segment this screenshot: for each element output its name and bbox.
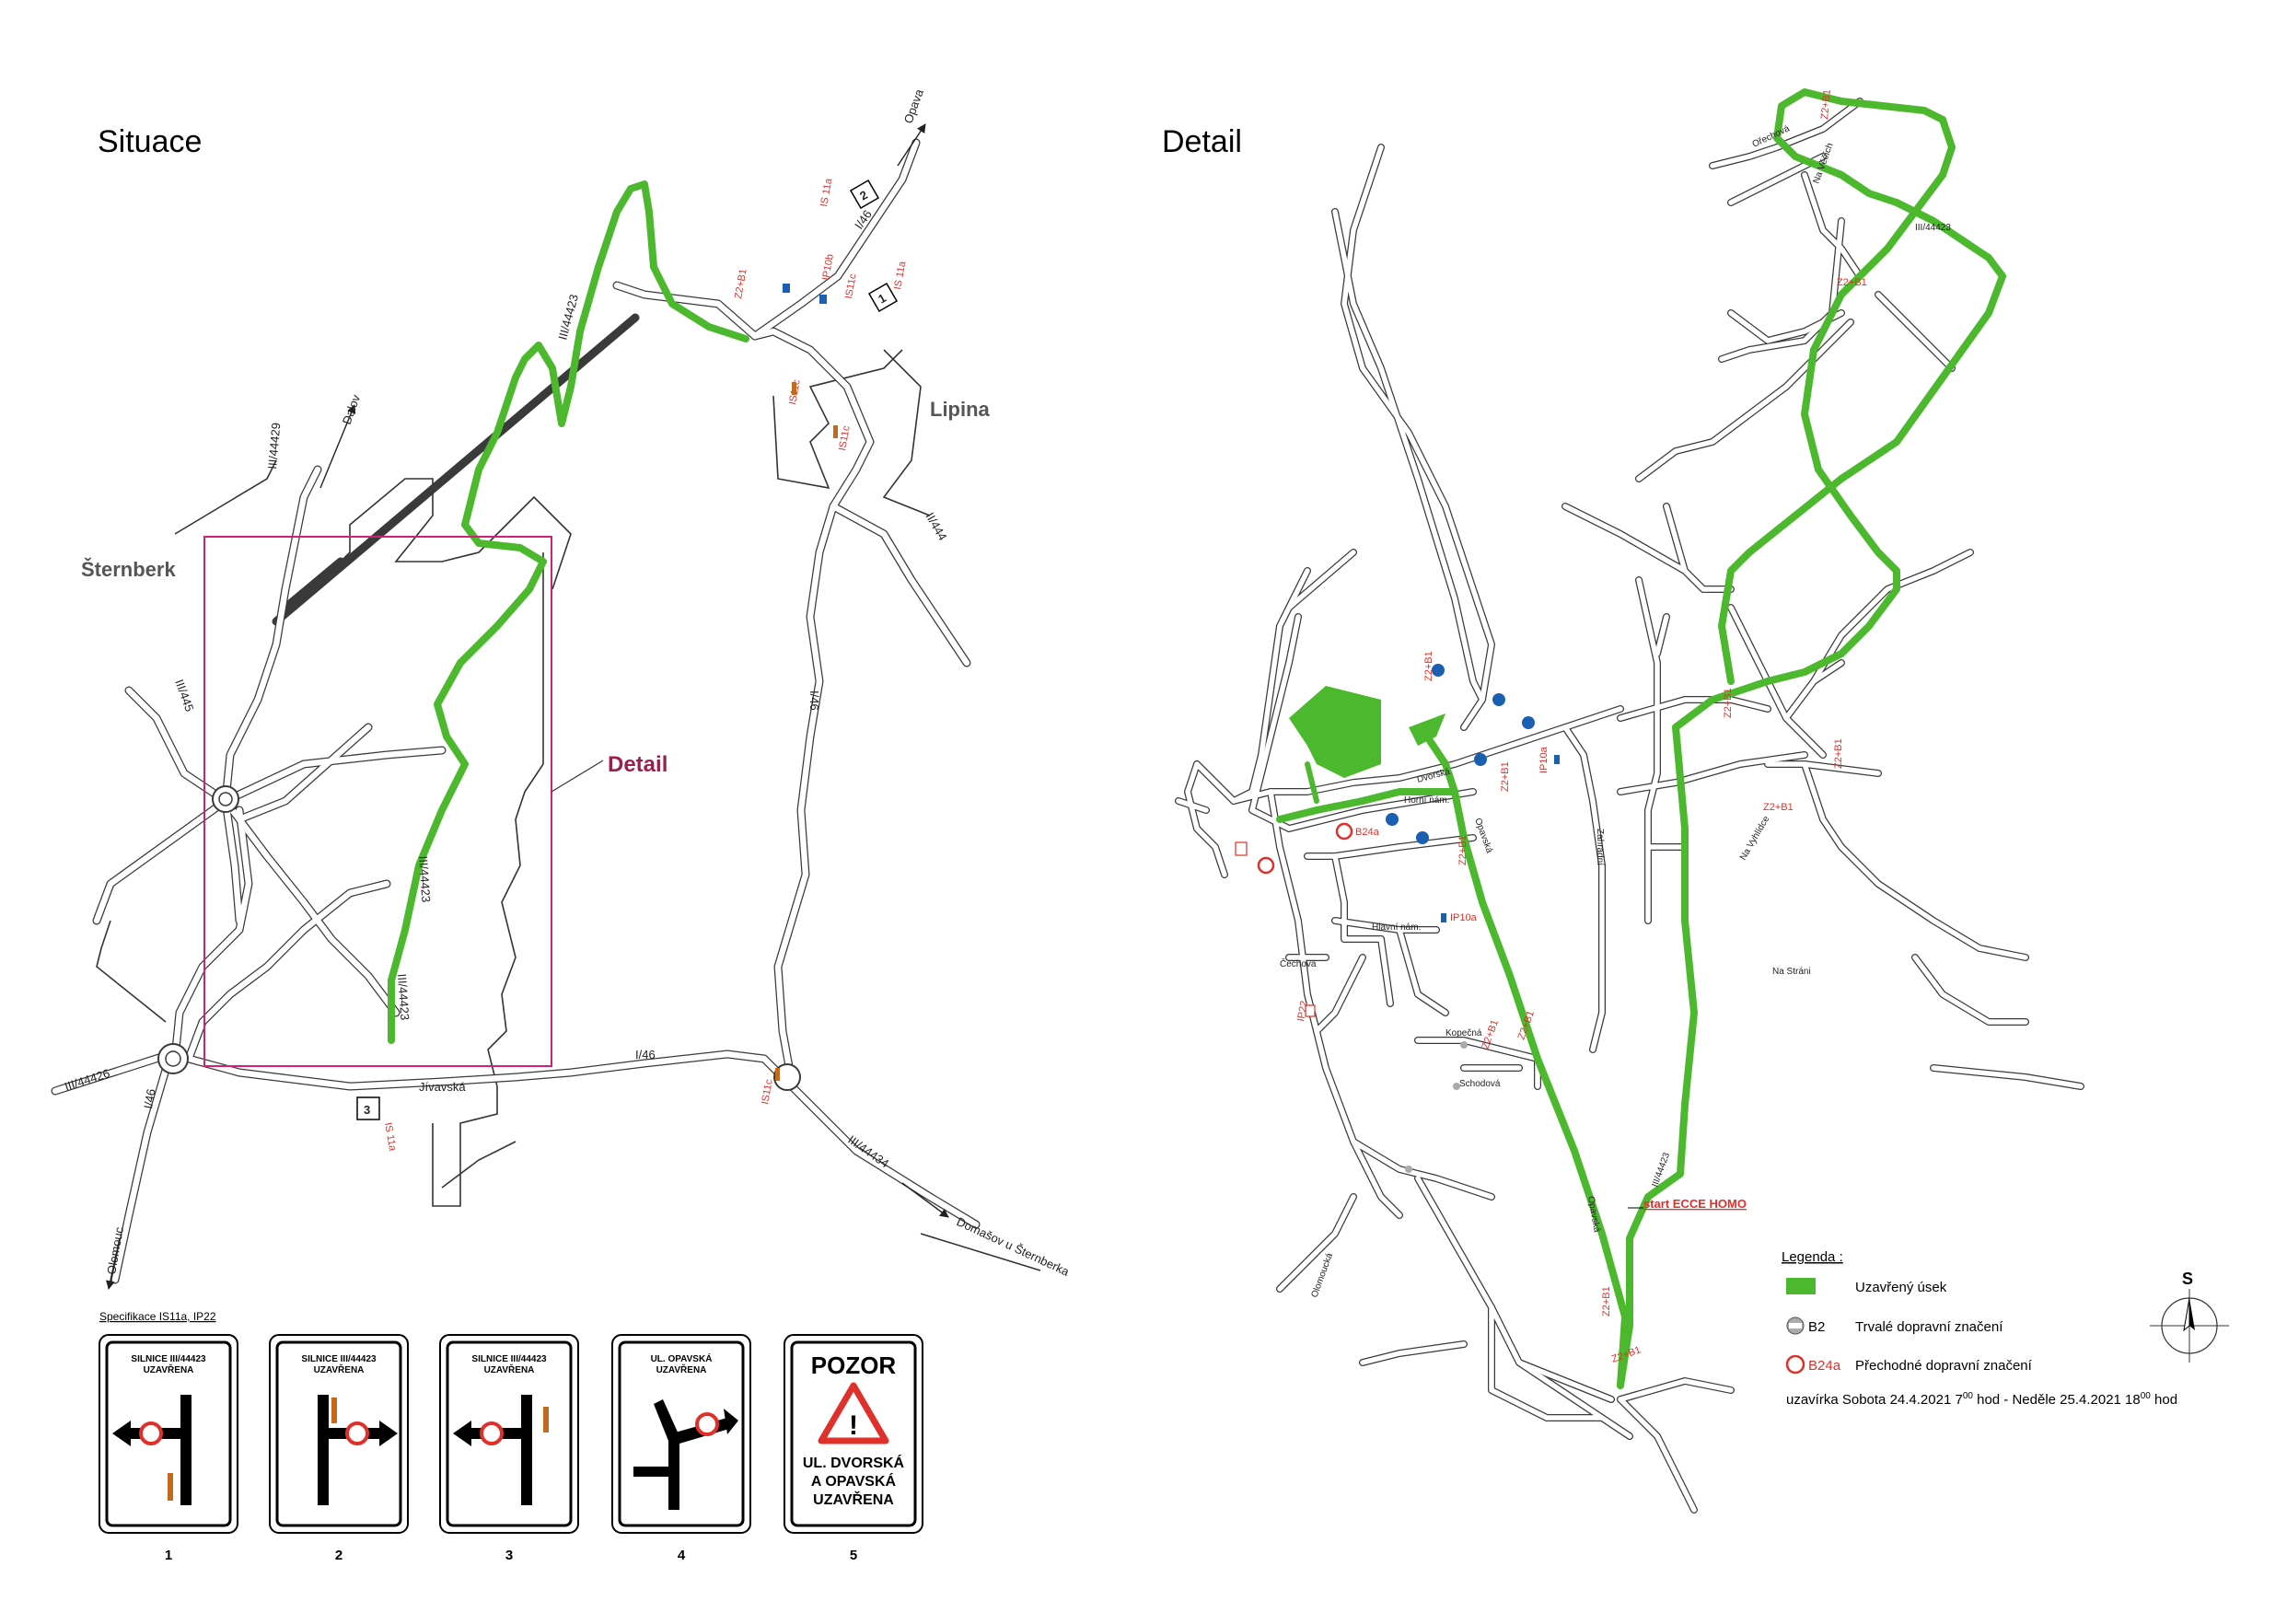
label-horni-nam: Horní nám. [1404,795,1449,806]
spec-sign-2: SILNICE III/44423 UZAVŘENA 2 [269,1334,409,1563]
label-iii44423-top: III/44423 [1915,223,1951,233]
svg-text:A OPAVSKÁ: A OPAVSKÁ [811,1472,897,1490]
svg-text:!: ! [849,1410,858,1441]
label-r46-right: I/46 [807,690,821,711]
svg-text:5: 5 [850,1548,857,1563]
detail-z2b1-8: Z2+B1 [1500,761,1511,792]
detail-signs: B24a IP22 IP10a IP10a Z2+B1 Z2+B1 Z2+B1 … [1235,89,1867,1365]
spec-sign-4: UL. OPAVSKÁ UZAVŘENA 4 [611,1334,751,1563]
detail-z2b1-top: Z2+B1 [1819,89,1833,121]
detail-callout: Detail [608,752,668,777]
code-ip10b: IP10b [820,253,836,281]
legend-title: Legenda : [1782,1249,1843,1265]
svg-text:UL. OPAVSKÁ: UL. OPAVSKÁ [651,1352,713,1364]
detail-roads [1175,98,2084,1514]
label-na-strani: Na Stráni [1772,967,1811,977]
code-z2b1: Z2+B1 [733,268,749,299]
place-sternberk: Šternberk [81,558,176,581]
svg-text:UZAVŘENA: UZAVŘENA [813,1491,894,1508]
label-domasov: Domašov u Šternberka [955,1214,1073,1279]
label-r44429: III/44429 [265,423,283,470]
svg-text:UL. DVORSKÁ: UL. DVORSKÁ [803,1454,905,1471]
start-ecce-homo: start ECCE HOMO [1643,1197,1747,1211]
label-schodova: Schodová [1459,1079,1501,1089]
label-r444: II/444 [923,510,949,543]
legend-b24a-icon [1785,1354,1805,1375]
closed-section-situace [388,180,749,1044]
compass-label: S [2182,1270,2193,1288]
legend-closure-text: uzavírka Sobota 24.4.2021 700 hod - Nedě… [1786,1391,2177,1408]
detail-z2b1-7: Z2+B1 [1423,651,1434,681]
svg-text:UZAVŘENA: UZAVŘENA [314,1363,365,1375]
legend-permanent: Trvalé dopravní značení [1855,1319,2003,1335]
spec-sign-5: POZOR ! UL. DVORSKÁ A OPAVSKÁ UZAVŘENA 5 [784,1334,923,1563]
label-opavska-low: Opavská [1585,1196,1602,1234]
code-is11a-right: IS 11a [892,260,908,290]
place-lipina: Lipina [930,398,991,421]
detail-z2b1-4: Z2+B1 [1763,802,1794,813]
legend-temporary: Přechodné dopravní značení [1855,1358,2033,1374]
legend-closed-swatch [1786,1278,1816,1294]
closed-area-block [1289,686,1381,778]
detail-b24a: B24a [1355,827,1380,838]
label-r46-left: I/46 [141,1088,158,1110]
detail-title: Detail [1162,124,1242,159]
svg-text:2: 2 [335,1548,342,1563]
legend-b24a: B24a [1808,1358,1841,1374]
label-hlavni-nam: Hlavní nám. [1372,922,1421,933]
code-is11c-bottom: IS11c [760,1078,775,1105]
legend-b2: B2 [1808,1319,1825,1335]
svg-text:UZAVŘENA: UZAVŘENA [144,1363,194,1375]
situace-road-labels: III/44423 III/44423 III/44423 III/44429 … [63,87,1072,1279]
closed-section-detail [1617,88,2006,1389]
detail-frame [203,536,552,1067]
direction-arrows [106,123,949,1290]
svg-text:POZOR: POZOR [811,1351,897,1379]
detail-ip22: IP22 [1295,1000,1310,1022]
svg-text:SILNICE III/44423: SILNICE III/44423 [301,1354,377,1364]
detail-ip10a-2: IP10a [1538,746,1550,773]
svg-text:1: 1 [165,1548,172,1563]
label-dalov: Dalov [340,392,364,426]
compass: S [2150,1270,2229,1363]
label-na-vyhlidce: Na Vyhlídce [1738,814,1772,862]
label-opava: Opava [901,87,926,125]
code-is11c-lipina-2: IS11c [837,424,853,451]
specifikace-label: Specifikace IS11a, IP22 [99,1310,216,1323]
detail-z2b1-9: Z2+B1 [1457,835,1469,865]
situace-title: Situace [98,124,202,159]
detail-z2b1-2: Z2+B1 [1837,277,1867,288]
situace-roads [51,138,981,1284]
label-r46-mid: I/46 [635,1048,656,1061]
label-zahradni: Zahradní [1595,829,1605,865]
sign-num-3: 3 [364,1103,370,1117]
code-is11a-bottom: IS 11a [382,1121,398,1152]
label-r44426: III/44426 [63,1066,111,1094]
svg-text:UZAVŘENA: UZAVŘENA [656,1363,707,1375]
edge-lines [96,349,1041,1271]
label-r44423-mid: III/44423 [416,855,433,903]
spec-sign-3: SILNICE III/44423 UZAVŘENA 3 [439,1334,579,1563]
code-is11c-top: IS11c [843,273,859,299]
label-r445: III/445 [172,678,196,713]
svg-text:3: 3 [505,1548,513,1563]
legend-closed: Uzavřený úsek [1855,1280,1947,1295]
detail-ip10a: IP10a [1450,912,1478,923]
situace-signs: 2 1 3 IS 11a IS 11a IS 11a IS11c IS11c I… [356,177,908,1153]
detail-z2b1-3: Z2+B1 [1723,688,1734,718]
label-cechova: Čechova [1280,957,1317,969]
label-kopecna: Kopečná [1445,1028,1482,1038]
label-jivavska: Jívavská [419,1080,466,1094]
legend: Legenda : Uzavřený úsek B2 Trvalé doprav… [1782,1249,2177,1408]
spec-sign-1: SILNICE III/44423 UZAVŘENA 1 [99,1334,238,1563]
detail-z2b1-12: Z2+B1 [1833,738,1844,769]
code-is11a-top: IS 11a [818,177,834,207]
svg-text:4: 4 [678,1548,686,1563]
svg-text:UZAVŘENA: UZAVŘENA [484,1363,535,1375]
svg-text:SILNICE III/44423: SILNICE III/44423 [131,1354,206,1364]
svg-text:SILNICE III/44423: SILNICE III/44423 [471,1354,547,1364]
label-r44423-low: III/44423 [395,973,412,1021]
detail-z2b1-6: Z2+B1 [1601,1286,1612,1317]
